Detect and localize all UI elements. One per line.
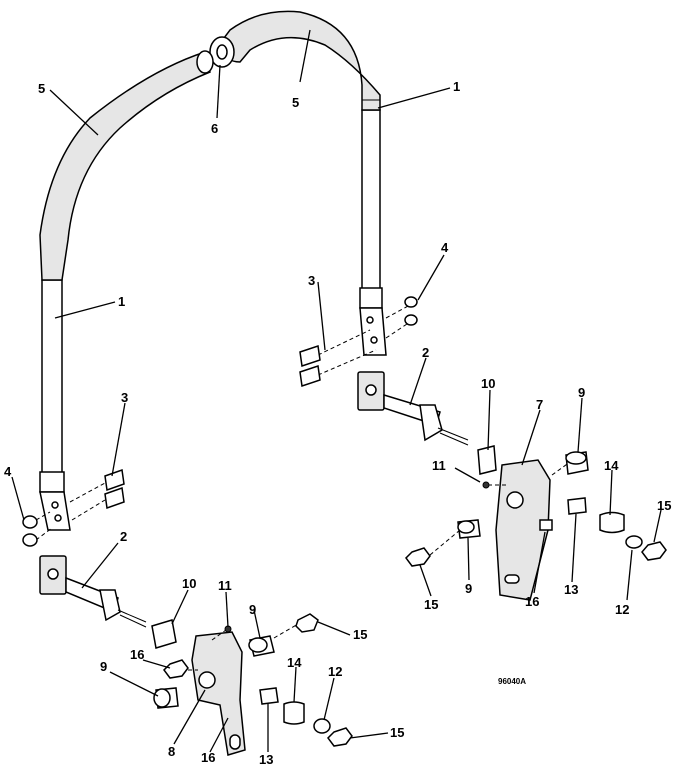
callout-5-left: 5 bbox=[38, 81, 45, 96]
callout-4-left: 4 bbox=[4, 464, 12, 479]
left-foam-grip bbox=[39, 50, 214, 281]
right-clevis bbox=[359, 287, 387, 356]
callout-1-right: 1 bbox=[453, 79, 460, 94]
callout-4-right: 4 bbox=[441, 240, 449, 255]
callout-11-left: 11 bbox=[218, 578, 232, 593]
left-upper-hardware bbox=[22, 468, 125, 547]
right-spacer bbox=[477, 445, 497, 475]
callout-2-left: 2 bbox=[120, 529, 127, 544]
leader-lines bbox=[11, 29, 662, 753]
callout-5-right: 5 bbox=[292, 95, 299, 110]
left-mount-bracket-bolt bbox=[39, 555, 147, 628]
left-spacer bbox=[151, 619, 177, 649]
callout-13-left: 13 bbox=[259, 752, 273, 767]
callout-12-right: 12 bbox=[615, 602, 629, 617]
callout-2-right: 2 bbox=[422, 345, 429, 360]
callout-6: 6 bbox=[211, 121, 218, 136]
left-clevis bbox=[39, 471, 71, 531]
callout-16-left-upper: 16 bbox=[130, 647, 144, 662]
callout-15-left-upper: 15 bbox=[353, 627, 367, 642]
right-hardware-stack bbox=[405, 451, 667, 567]
callout-16-left-lower: 16 bbox=[201, 750, 215, 765]
callout-9-upper-right: 9 bbox=[578, 385, 585, 400]
right-upper-hardware bbox=[299, 296, 418, 387]
callout-15-mid-right: 15 bbox=[424, 597, 438, 612]
callout-9-left-lower: 9 bbox=[100, 659, 107, 674]
callout-labels: 5 5 6 1 1 3 4 3 4 2 2 10 7 9 11 14 15 9 … bbox=[4, 79, 671, 767]
callout-15-far-right: 15 bbox=[657, 498, 671, 513]
right-mount-bracket-bolt bbox=[357, 371, 469, 446]
callout-1-left: 1 bbox=[118, 294, 125, 309]
callout-11-right: 11 bbox=[432, 458, 446, 473]
callout-13-right: 13 bbox=[564, 582, 578, 597]
callout-3-right: 3 bbox=[308, 273, 315, 288]
left-upright-tube bbox=[41, 279, 63, 481]
right-foam-grip bbox=[209, 10, 381, 111]
callout-9-left-upper: 9 bbox=[249, 602, 256, 617]
left-latch-plate bbox=[191, 625, 246, 756]
callout-10-right: 10 bbox=[481, 376, 495, 391]
callout-7: 7 bbox=[536, 397, 543, 412]
callout-15-left-lower: 15 bbox=[390, 725, 404, 740]
callout-3-left: 3 bbox=[121, 390, 128, 405]
right-latch-plate bbox=[482, 459, 551, 601]
callout-14-right: 14 bbox=[604, 458, 619, 473]
callout-8: 8 bbox=[168, 744, 175, 759]
callout-12-left: 12 bbox=[328, 664, 342, 679]
right-upright-tube bbox=[361, 109, 381, 301]
drawing-code: 96040A bbox=[498, 677, 526, 686]
callout-14-left: 14 bbox=[287, 655, 302, 670]
callout-16-right: 16 bbox=[525, 594, 539, 609]
callout-9-mid-right: 9 bbox=[465, 581, 472, 596]
left-hardware-stack bbox=[153, 613, 353, 747]
callout-10-left: 10 bbox=[182, 576, 196, 591]
